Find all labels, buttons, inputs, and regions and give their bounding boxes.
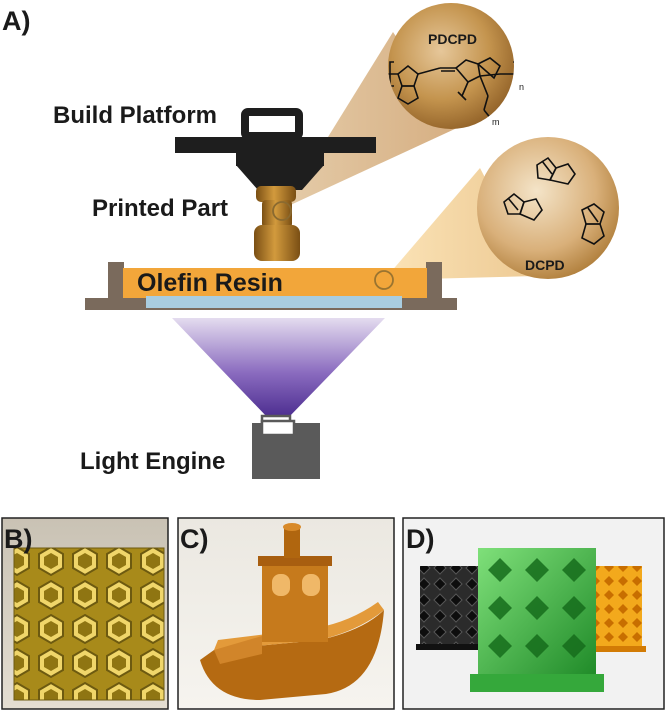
panel-a-label: A): [2, 6, 31, 36]
pdcpd-subscript-m: m: [492, 117, 500, 127]
dcpd-molecule-2: [503, 192, 543, 221]
build-platform: [175, 108, 376, 190]
black-lattice: [420, 566, 484, 646]
panel-b-label: B): [4, 524, 33, 554]
dcpd-title: DCPD: [525, 257, 565, 273]
dcpd-molecule-3: [581, 203, 605, 245]
panel-b-photo: [1, 517, 169, 710]
benchy-boat: [200, 523, 384, 700]
dcpd-molecule-1: [536, 156, 576, 185]
pdcpd-callout: PDCPD n m: [388, 3, 524, 129]
printed-part-label: Printed Part: [92, 195, 228, 222]
resin-vat: [85, 262, 457, 310]
panel-d-label: D): [406, 524, 435, 554]
panel-c-label: C): [180, 524, 209, 554]
pdcpd-structure: [388, 57, 514, 121]
dcpd-callout: DCPD: [477, 137, 619, 279]
panel-d-photo: [402, 517, 665, 710]
light-beam: [172, 318, 385, 418]
resin-zoom-marker: [374, 270, 394, 290]
light-engine-label: Light Engine: [80, 448, 225, 475]
pdcpd-subscript-n: n: [519, 82, 524, 92]
gold-lattice-cube: [14, 548, 164, 700]
printed-part: [254, 186, 300, 261]
part-zoom-marker: [272, 201, 292, 221]
build-platform-label: Build Platform: [53, 102, 217, 129]
olefin-resin-label: Olefin Resin: [137, 269, 283, 297]
green-lattice: [470, 548, 604, 692]
panel-c-photo: [177, 517, 395, 710]
light-engine: [252, 414, 320, 479]
pdcpd-title: PDCPD: [428, 31, 477, 47]
